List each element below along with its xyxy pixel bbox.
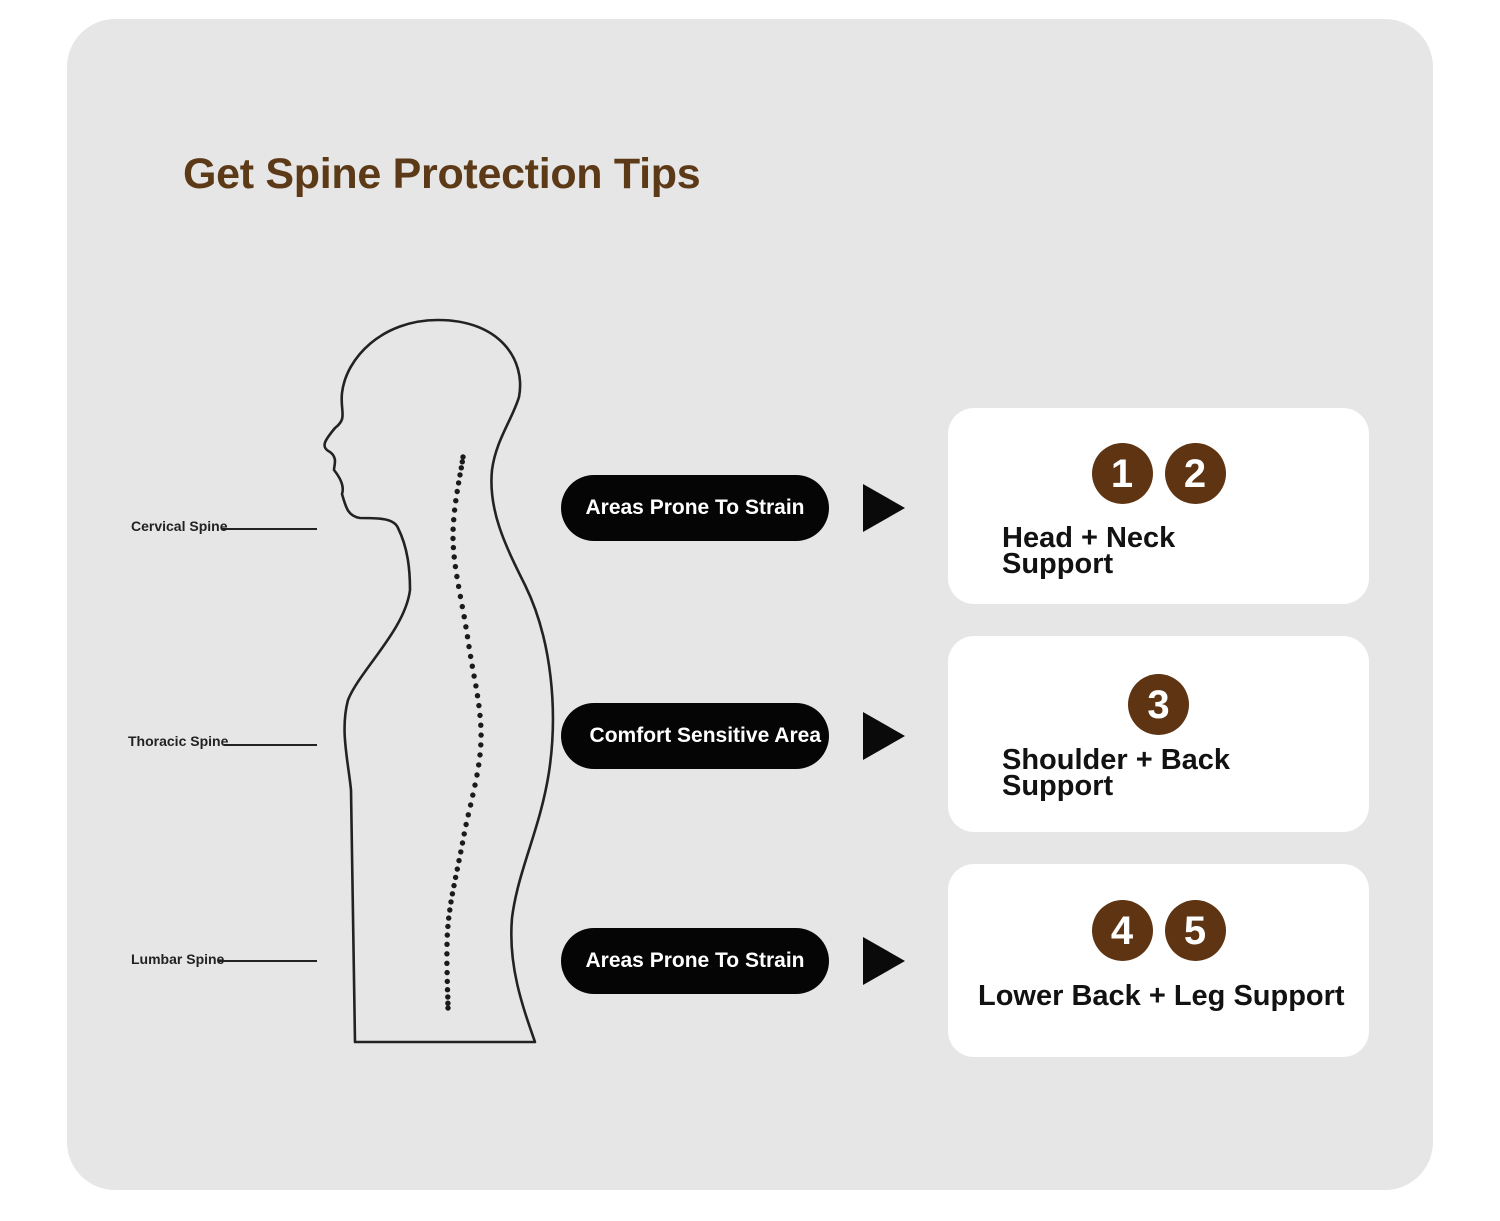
- spine-dot: [446, 915, 451, 920]
- spine-dot: [471, 673, 476, 678]
- spine-dot: [472, 782, 477, 787]
- number-badge-3: 3: [1128, 674, 1189, 735]
- badge-group: 1 2: [948, 443, 1369, 504]
- lumbar-spine-label: Lumbar Spine: [131, 951, 224, 967]
- spine-dot: [477, 752, 482, 757]
- support-title: Shoulder + Back Support: [1002, 747, 1230, 799]
- support-title-line2: Support: [1002, 773, 1230, 799]
- spine-dot: [448, 899, 453, 904]
- spine-dot: [453, 564, 458, 569]
- spine-dot: [445, 987, 450, 992]
- support-title: Head + Neck Support: [1002, 525, 1175, 577]
- spine-dot: [468, 802, 473, 807]
- comfort-area-pill: Comfort Sensitive Area: [561, 703, 829, 769]
- spine-dot: [474, 772, 479, 777]
- spine-dot: [460, 459, 465, 464]
- spine-dot: [475, 693, 480, 698]
- badge-group: 3: [948, 674, 1369, 735]
- number-badge-1: 1: [1092, 443, 1153, 504]
- spine-dot: [452, 507, 457, 512]
- spine-dot: [451, 517, 456, 522]
- spine-dot: [454, 574, 459, 579]
- spine-dot: [456, 584, 461, 589]
- spine-dot: [459, 465, 464, 470]
- spine-dot: [477, 713, 482, 718]
- thoracic-spine-label: Thoracic Spine: [128, 733, 228, 749]
- support-title-line2: Support: [1002, 551, 1175, 577]
- spine-dot: [447, 907, 452, 912]
- spine-dot: [455, 866, 460, 871]
- lower-back-leg-support-card: 4 5 Lower Back + Leg Support: [948, 864, 1369, 1057]
- spine-dot: [455, 489, 460, 494]
- spine-dot: [460, 840, 465, 845]
- spine-dot: [457, 472, 462, 477]
- spine-dot: [460, 604, 465, 609]
- spine-dot: [453, 875, 458, 880]
- spine-dots: [444, 454, 484, 1010]
- number-badge-5: 5: [1165, 900, 1226, 961]
- spine-dot: [468, 654, 473, 659]
- spine-dot: [462, 831, 467, 836]
- spine-dot: [453, 498, 458, 503]
- spine-dot: [450, 891, 455, 896]
- spine-dot: [463, 822, 468, 827]
- spine-dot: [478, 723, 483, 728]
- cervical-spine-label: Cervical Spine: [131, 518, 228, 534]
- spine-dot: [466, 812, 471, 817]
- spine-dot: [444, 961, 449, 966]
- spine-dot: [458, 849, 463, 854]
- spine-dot: [463, 624, 468, 629]
- spine-dot: [470, 792, 475, 797]
- spine-dot: [450, 527, 455, 532]
- spine-dot: [458, 594, 463, 599]
- body-outline: [325, 320, 553, 1042]
- spine-dot: [465, 634, 470, 639]
- spine-dot: [451, 545, 456, 550]
- spine-dot: [452, 554, 457, 559]
- spine-dot: [456, 858, 461, 863]
- support-title: Lower Back + Leg Support: [978, 983, 1345, 1009]
- spine-dot: [444, 951, 449, 956]
- spine-dot: [445, 932, 450, 937]
- play-arrow-icon: [863, 937, 905, 985]
- spine-dot: [476, 762, 481, 767]
- spine-dot: [466, 644, 471, 649]
- spine-dot: [451, 883, 456, 888]
- spine-dot: [456, 480, 461, 485]
- badge-group: 4 5: [948, 900, 1369, 961]
- support-title-line1: Lower Back + Leg Support: [978, 983, 1345, 1009]
- spine-dot: [476, 703, 481, 708]
- number-badge-2: 2: [1165, 443, 1226, 504]
- spine-dot: [444, 942, 449, 947]
- spine-dot: [478, 742, 483, 747]
- strain-area-pill: Areas Prone To Strain: [561, 928, 829, 994]
- spine-dot: [462, 614, 467, 619]
- spine-dot: [473, 683, 478, 688]
- play-arrow-icon: [863, 712, 905, 760]
- spine-dot: [444, 970, 449, 975]
- spine-dot: [445, 994, 450, 999]
- strain-area-pill: Areas Prone To Strain: [561, 475, 829, 541]
- head-neck-support-card: 1 2 Head + Neck Support: [948, 408, 1369, 604]
- spine-dot: [445, 924, 450, 929]
- spine-dot: [460, 454, 465, 459]
- number-badge-4: 4: [1092, 900, 1153, 961]
- play-arrow-icon: [863, 484, 905, 532]
- spine-dot: [445, 1005, 450, 1010]
- spine-dot: [445, 979, 450, 984]
- spine-dot: [478, 732, 483, 737]
- shoulder-back-support-card: 3 Shoulder + Back Support: [948, 636, 1369, 832]
- spine-dot: [445, 1001, 450, 1006]
- spine-dot: [470, 664, 475, 669]
- spine-dot: [450, 536, 455, 541]
